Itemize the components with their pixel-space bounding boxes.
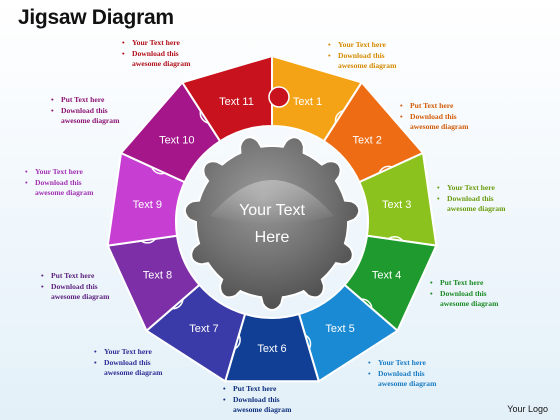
footer-logo-text: Your Logo xyxy=(507,404,548,414)
note-bullet: • xyxy=(368,358,371,367)
puzzle-pieces: Text 1 Text 2 Text 3 Text 4 Text 5 Text 6 Text… xyxy=(106,54,438,383)
note-text: Download this xyxy=(104,357,151,367)
note-6: • Put Text here • Download this awesome di… xyxy=(223,384,343,416)
note-text-continued: awesome diagram xyxy=(440,299,499,308)
center-label-line2: Here xyxy=(255,229,290,246)
puzzle-piece-label-4: Text 4 xyxy=(372,269,401,281)
note-bullet: • xyxy=(41,271,44,280)
puzzle-piece-label-1: Text 1 xyxy=(293,96,322,108)
note-text: Download this xyxy=(378,368,425,378)
note-10: • Put Text here • Download this awesome di… xyxy=(51,95,171,127)
note-heading: Your Text here xyxy=(338,40,386,49)
note-heading: Put Text here xyxy=(233,384,277,393)
note-bullet: • xyxy=(25,177,28,187)
note-bullet: • xyxy=(94,357,97,367)
note-heading: Put Text here xyxy=(61,95,105,104)
note-text-continued: awesome diagram xyxy=(51,292,110,301)
puzzle-piece-label-7: Text 7 xyxy=(189,323,218,335)
note-heading: Your Text here xyxy=(104,347,152,356)
note-bullet: • xyxy=(400,111,403,121)
note-bullet: • xyxy=(368,368,371,378)
puzzle-piece-label-6: Text 6 xyxy=(257,343,286,355)
note-heading: Put Text here xyxy=(51,271,95,280)
note-1: • Your Text here • Download this awesome d… xyxy=(328,40,448,72)
note-text: Download this xyxy=(35,177,82,187)
note-bullet: • xyxy=(430,288,433,298)
note-text: Download this xyxy=(132,48,179,58)
note-heading: Put Text here xyxy=(440,278,484,287)
center-hub: Your Text Here xyxy=(183,136,361,312)
note-heading: Your Text here xyxy=(378,358,426,367)
note-text-continued: awesome diagram xyxy=(61,116,120,125)
note-text: Download this xyxy=(51,281,98,291)
note-text-continued: awesome diagram xyxy=(338,61,397,70)
note-heading: Your Text here xyxy=(35,167,83,176)
note-bullet: • xyxy=(122,48,125,58)
note-heading: Your Text here xyxy=(447,183,495,192)
center-label-line1: Your Text xyxy=(239,202,305,219)
puzzle-piece-label-2: Text 2 xyxy=(353,135,382,147)
note-text: Download this xyxy=(233,394,280,404)
puzzle-piece-label-5: Text 5 xyxy=(325,323,354,335)
note-text-continued: awesome diagram xyxy=(132,59,191,68)
note-9: • Your Text here • Download this awesome d… xyxy=(25,167,145,199)
note-text-continued: awesome diagram xyxy=(35,188,94,197)
note-bullet: • xyxy=(328,40,331,49)
center-hub-shine xyxy=(210,180,334,224)
note-bullet: • xyxy=(400,101,403,110)
note-4: • Put Text here • Download this awesome di… xyxy=(430,278,550,310)
note-text: Download this xyxy=(338,50,385,60)
puzzle-piece-label-10: Text 10 xyxy=(159,135,194,147)
note-bullet: • xyxy=(328,50,331,60)
note-7: • Your Text here • Download this awesome d… xyxy=(94,347,214,379)
note-text: Download this xyxy=(447,193,494,203)
note-8: • Put Text here • Download this awesome di… xyxy=(41,271,161,303)
note-bullet: • xyxy=(437,183,440,192)
note-bullet: • xyxy=(223,384,226,393)
puzzle-piece-11 xyxy=(180,54,273,143)
puzzle-piece-label-9: Text 9 xyxy=(133,199,162,211)
note-text-continued: awesome diagram xyxy=(410,122,469,131)
note-text-continued: awesome diagram xyxy=(104,368,163,377)
puzzle-piece-label-3: Text 3 xyxy=(382,199,411,211)
page-title: Jigsaw Diagram xyxy=(18,6,174,29)
note-5: • Your Text here • Download this awesome d… xyxy=(368,358,488,390)
puzzle-piece-label-8: Text 8 xyxy=(143,269,172,281)
note-bullet: • xyxy=(223,394,226,404)
note-bullet: • xyxy=(437,193,440,203)
puzzle-piece-label-11: Text 11 xyxy=(219,96,254,108)
note-bullet: • xyxy=(41,281,44,291)
puzzle-knob-11 xyxy=(268,86,290,108)
note-bullet: • xyxy=(25,167,28,176)
note-3: • Your Text here • Download this awesome d… xyxy=(437,183,557,215)
note-bullet: • xyxy=(94,347,97,356)
note-bullet: • xyxy=(122,38,125,47)
note-text: Download this xyxy=(61,105,108,115)
note-2: • Put Text here • Download this awesome di… xyxy=(400,101,520,133)
note-heading: Put Text here xyxy=(410,101,454,110)
note-heading: Your Text here xyxy=(132,38,180,47)
note-text-continued: awesome diagram xyxy=(447,204,506,213)
note-text: Download this xyxy=(410,111,457,121)
note-text-continued: awesome diagram xyxy=(233,405,292,414)
note-11: • Your Text here • Download this awesome d… xyxy=(122,38,242,70)
note-bullet: • xyxy=(430,278,433,287)
note-text: Download this xyxy=(440,288,487,298)
note-bullet: • xyxy=(51,105,54,115)
note-bullet: • xyxy=(51,95,54,104)
note-text-continued: awesome diagram xyxy=(378,379,437,388)
